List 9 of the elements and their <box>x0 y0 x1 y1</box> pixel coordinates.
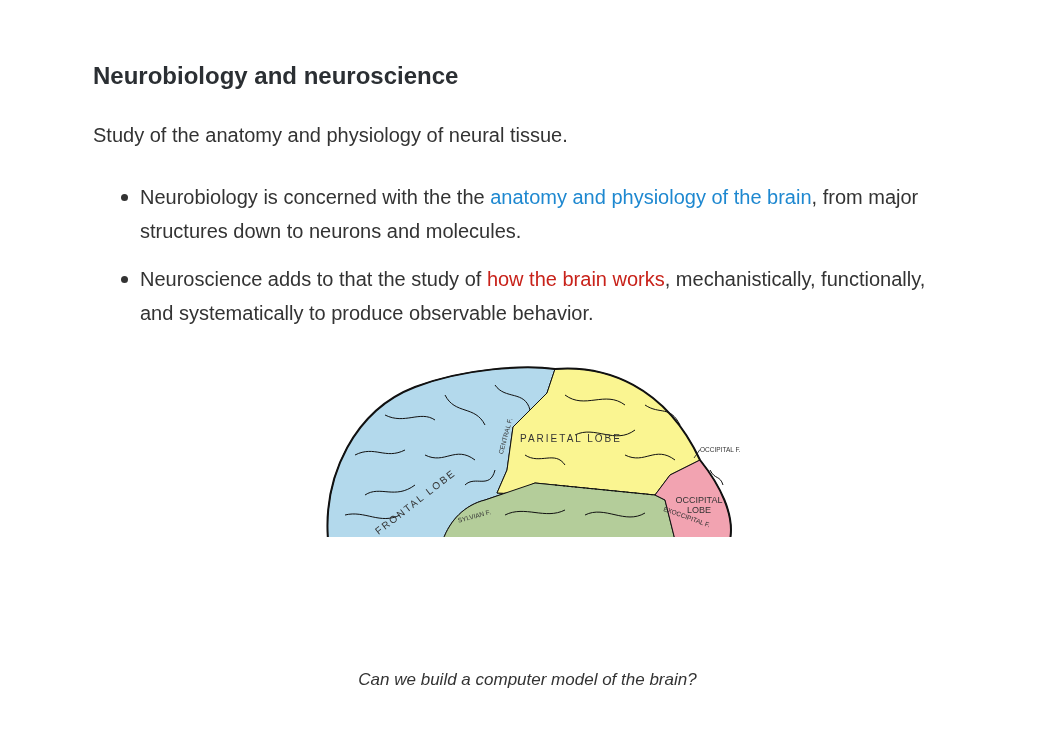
bullet-text: Neuroscience adds to that the study of how the brain works, mechanistically, functionally, and systematically to produce observable behavior. <box>140 267 927 326</box>
text-link: how the brain works <box>486 268 665 290</box>
leader-line <box>693 449 701 459</box>
intro-sentence: Study of the anatomy and physiology of neural tissue. <box>93 124 568 147</box>
text-link: anatomy and physiology of the brain <box>490 186 812 208</box>
caption: Can we build a computer model of the brain? <box>357 670 698 690</box>
slide-title: Neurobiology and neuroscience <box>93 62 459 90</box>
lobe-label: PARIETAL LOBE <box>520 433 622 444</box>
bullet-text: Neurobiology is concerned with the the anatomy and physiology of the brain, from major structures down to neurons and molecules. <box>140 185 920 244</box>
